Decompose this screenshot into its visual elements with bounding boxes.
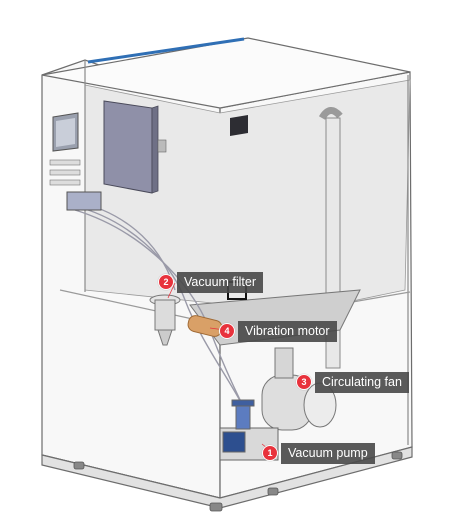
- electrical-box: [103, 100, 167, 194]
- callout-vacuum-filter: 2 Vacuum filter: [158, 271, 264, 293]
- callout-vacuum-pump: 1 Vacuum pump: [262, 442, 375, 464]
- vacuum-pump: [219, 399, 279, 461]
- callout-vibration-motor: 4 Vibration motor: [219, 320, 337, 342]
- cabinet-top-face: [41, 37, 411, 109]
- callout-badge: 3: [296, 374, 312, 390]
- callout-label: Vibration motor: [238, 320, 337, 342]
- callout-label: Circulating fan: [315, 371, 409, 393]
- top-vent: [230, 115, 248, 136]
- callout-circulating-fan: 3 Circulating fan: [296, 371, 409, 393]
- callout-label: Vacuum pump: [281, 442, 375, 464]
- base-plate: [41, 446, 413, 509]
- top-accent-stripe: [87, 37, 245, 64]
- callout-label: Vacuum filter: [177, 271, 264, 293]
- callout-badge: 4: [219, 323, 235, 339]
- control-panel: [49, 112, 81, 186]
- callout-badge: 1: [262, 445, 278, 461]
- callout-badge: 2: [158, 274, 174, 290]
- cabinet-feet: [73, 451, 403, 512]
- vacuum-filter: [149, 294, 181, 346]
